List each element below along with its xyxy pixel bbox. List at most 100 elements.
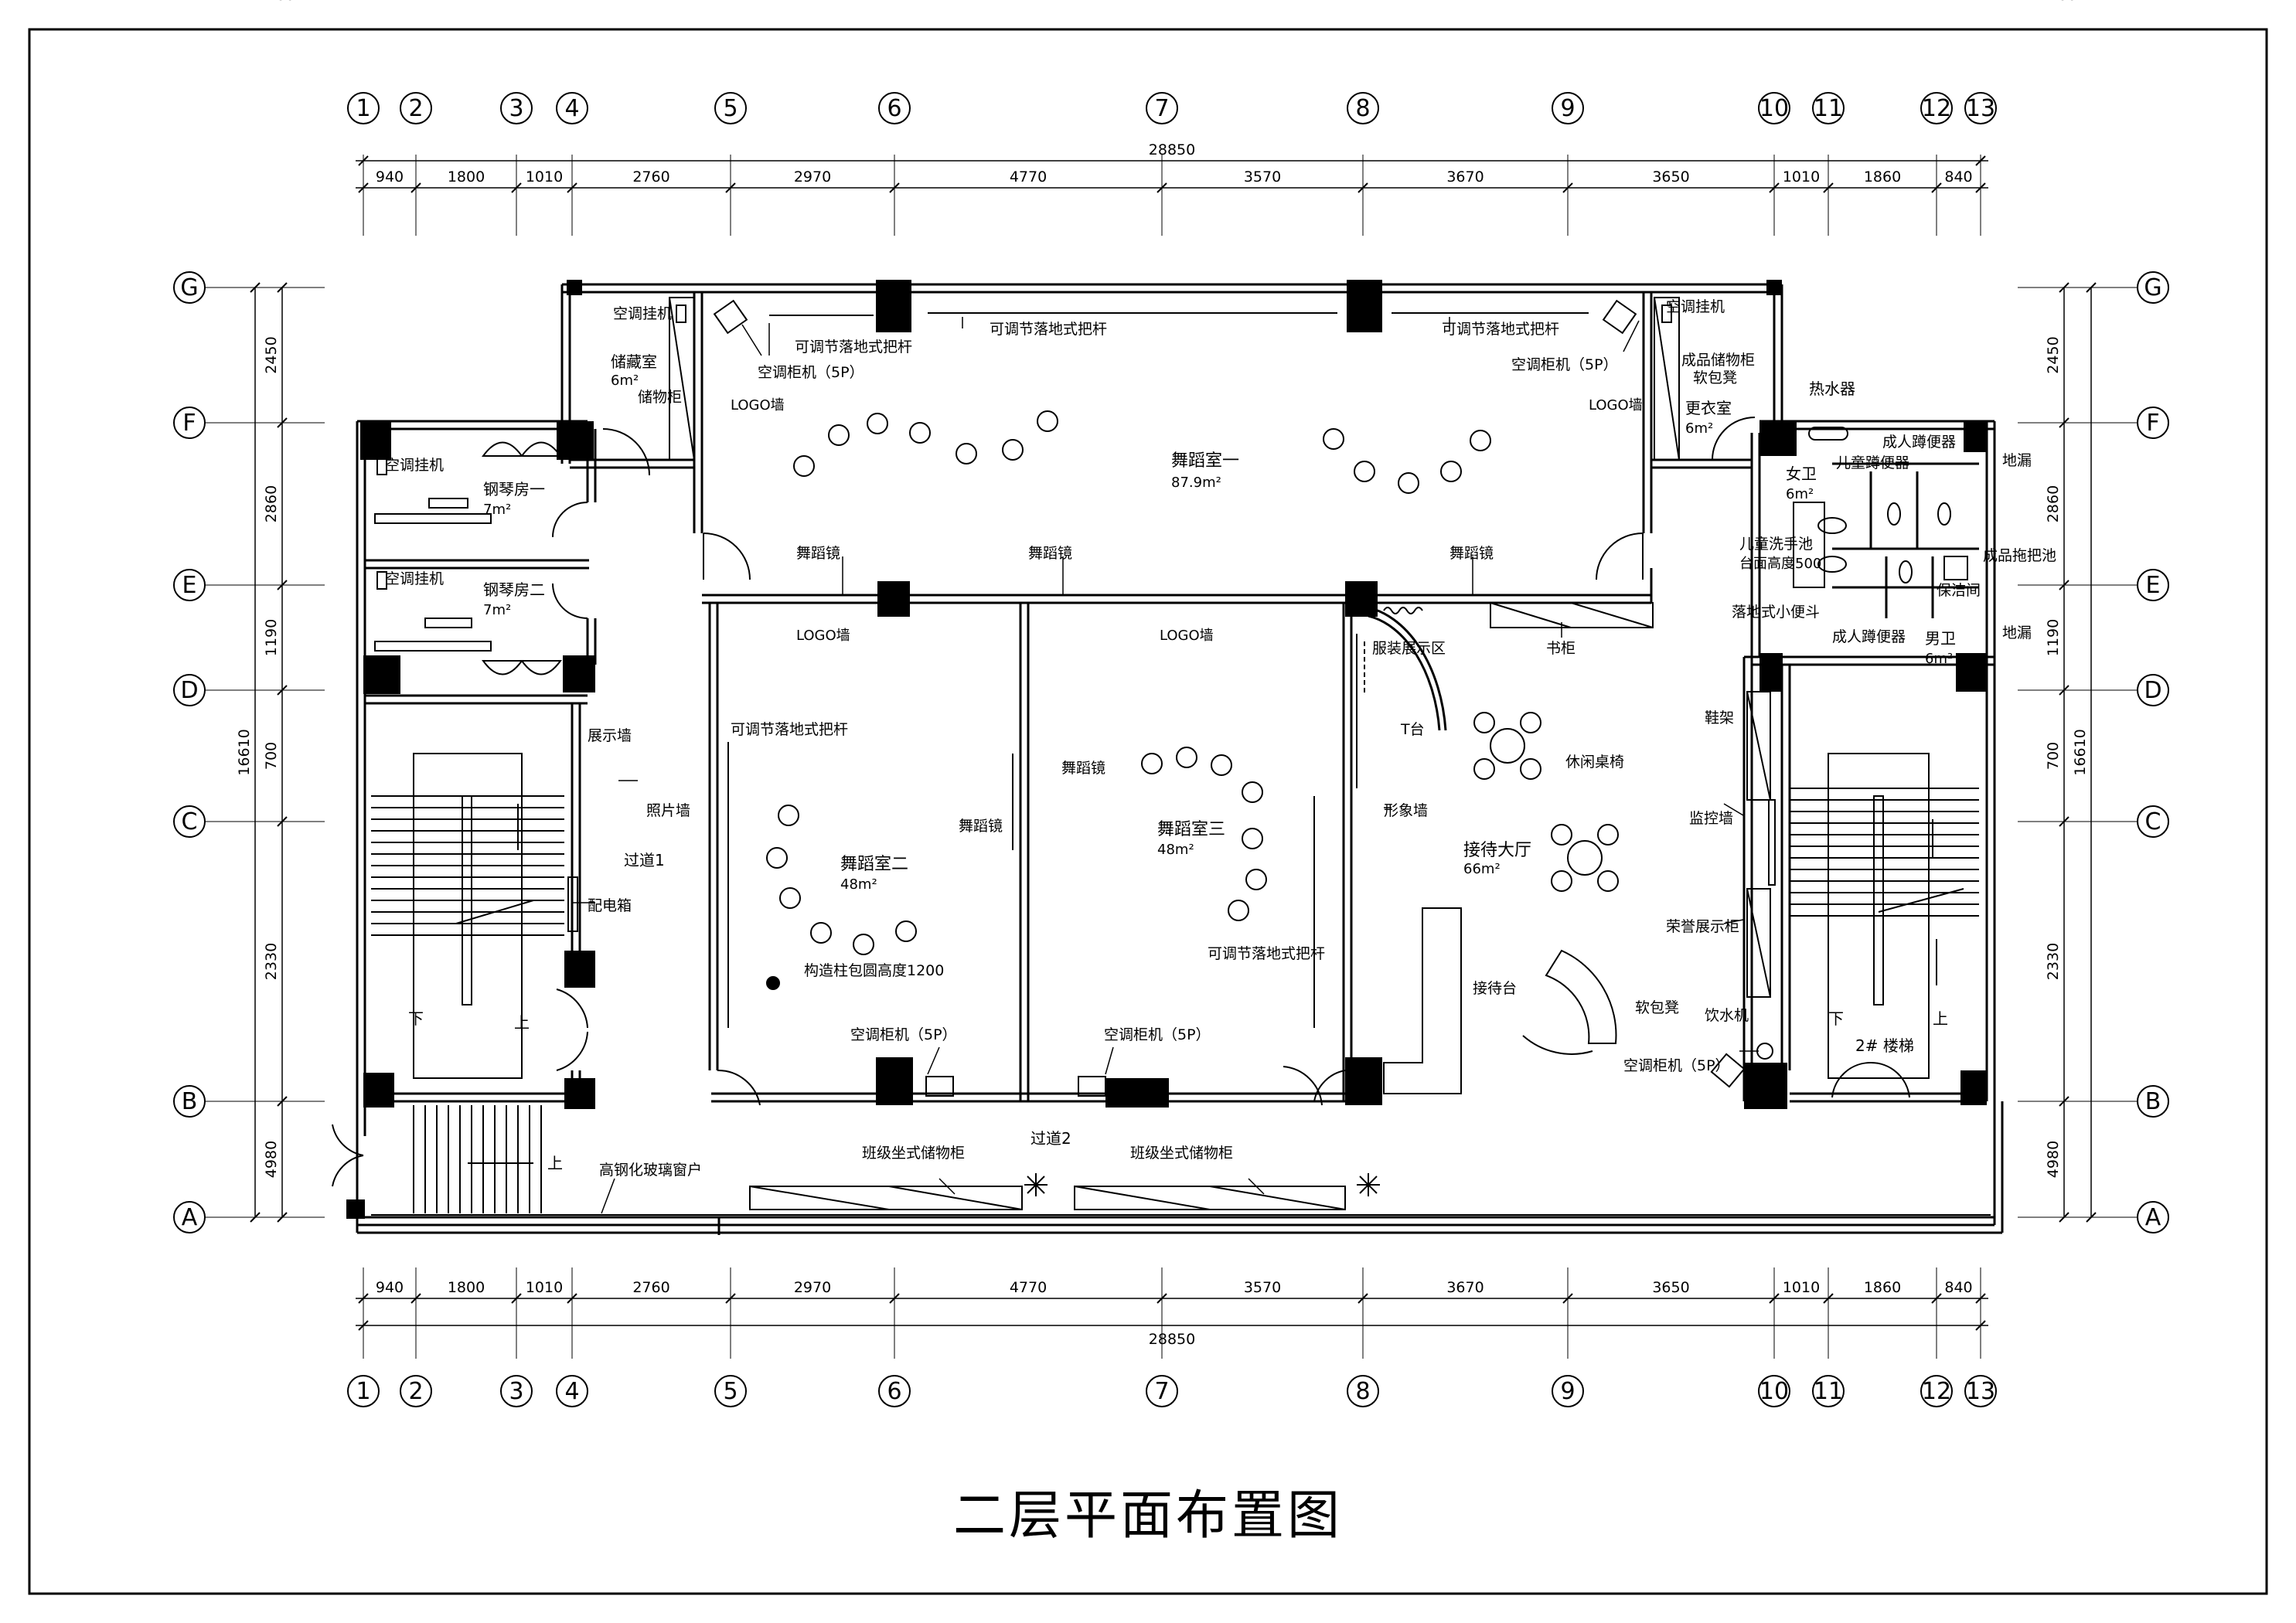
ac-wall-label-d: 空调挂机: [1666, 298, 1725, 315]
dim-vertical-segment-right: 4980: [2045, 1141, 2062, 1178]
dim-segment-bottom: 3670: [1446, 1279, 1484, 1296]
child-squat-toilet-label: 儿童蹲便器: [1836, 454, 1909, 471]
dim-segment-top: 840: [1944, 168, 1972, 185]
dim-total-bottom: 28850: [1149, 1331, 1195, 1348]
columns: [346, 280, 1987, 1219]
corridor-2-label: 过道2: [1030, 1129, 1071, 1148]
water-dispenser-label: 饮水机: [1705, 1007, 1749, 1024]
piano-room-2-label: 钢琴房二: [483, 580, 545, 599]
axis-label: D: [180, 677, 198, 704]
axis-label: G: [180, 274, 198, 301]
axis-bubble-6-top: 6: [878, 92, 911, 236]
dim-vertical-segment-left: 2450: [263, 336, 280, 373]
axis-bubble-F-right: F: [2018, 407, 2169, 439]
axis-bubble-7-bottom: 7: [1146, 1267, 1178, 1407]
axis-bubble-B-left: B: [173, 1085, 325, 1118]
ac-wall-label-c: 空调挂机: [385, 570, 444, 587]
storage-cabinet-label: 储物柜: [638, 389, 682, 406]
column-wrap-label: 构造柱包圆高度1200: [804, 962, 944, 979]
water-heater-label: 热水器: [1809, 379, 1855, 398]
bookshelf-label: 书柜: [1546, 640, 1576, 657]
dim-vertical-segment-right: 2330: [2045, 943, 2062, 980]
stair-1-down-label: 下: [408, 1009, 424, 1028]
axis-label: 4: [564, 95, 579, 122]
lobby-label: 接待大厅: [1463, 841, 1531, 860]
axis-bubble-D-left: D: [173, 674, 325, 706]
runway-label: T台: [1400, 721, 1425, 738]
maintenance-room-label: 保洁间: [1937, 582, 1981, 599]
axis-bubble-10-top: 10: [1758, 92, 1790, 236]
axis-bubble-13-top: 13: [1964, 92, 1997, 236]
axis-label: 7: [1154, 1378, 1169, 1405]
mirror-label-3: 舞蹈镜: [1449, 545, 1494, 562]
axis-label: F: [2146, 410, 2159, 437]
class-cabinet-label-1: 班级坐式储物柜: [862, 1145, 965, 1162]
dim-vertical-total-right: 16610: [2072, 729, 2089, 775]
axis-label: 5: [723, 95, 738, 122]
drawing-title: 二层平面布置图: [952, 1485, 1343, 1546]
axis-label: 12: [1922, 95, 1951, 122]
dim-vertical-segment-right: 1190: [2045, 619, 2062, 656]
male-wc-area: 6m²: [1925, 651, 1953, 667]
axis-label: E: [182, 572, 197, 599]
axis-bubble-3-bottom: 3: [500, 1267, 533, 1407]
dim-segment-bottom: 3650: [1652, 1279, 1689, 1296]
axis-label: 7: [1154, 95, 1169, 122]
ac-cabinet-label-2: 空调柜机（5P）: [1511, 356, 1618, 373]
stair-3: [413, 1105, 542, 1213]
class-cabinet-label-2: 班级坐式储物柜: [1130, 1145, 1233, 1162]
dance-room-3-area: 48m²: [1157, 842, 1194, 858]
axis-bubble-11-bottom: 11: [1812, 1267, 1845, 1407]
dim-segment-top: 3570: [1244, 168, 1281, 185]
axis-bubble-6-bottom: 6: [878, 1267, 911, 1407]
dim-vertical-segment-left: 700: [263, 742, 280, 770]
changing-room-area: 6m²: [1685, 420, 1713, 437]
axis-label: 13: [1966, 1378, 1995, 1405]
lobby-area: 66m²: [1463, 861, 1501, 877]
dim-vertical-segment-left: 2860: [263, 485, 280, 522]
axis-bubble-1-bottom: 1: [347, 1267, 380, 1407]
axis-bubble-9-bottom: 9: [1552, 1267, 1584, 1407]
stair-2: [1790, 753, 1979, 1079]
axis-bubble-8-bottom: 8: [1347, 1267, 1379, 1407]
female-wc-label: 女卫: [1786, 464, 1817, 483]
axis-label: G: [2144, 274, 2161, 301]
stair-1: [371, 753, 564, 1079]
axis-label: C: [2145, 808, 2161, 835]
dim-segment-top: 4770: [1010, 168, 1047, 185]
image-wall-label: 形象墙: [1384, 802, 1428, 819]
axis-bubble-8-top: 8: [1347, 92, 1379, 236]
axis-bubble-11-top: 11: [1812, 92, 1845, 236]
axis-label: B: [182, 1088, 198, 1115]
floor-urinal-label: 落地式小便斗: [1732, 604, 1820, 621]
dim-vertical-segment-right: 2860: [2045, 485, 2062, 522]
axis-bubble-2-top: 2: [400, 92, 432, 236]
dim-vertical-segment-right: 2100: [2039, 0, 2076, 4]
axis-label: 3: [509, 95, 523, 122]
axis-label: E: [2146, 572, 2161, 599]
ac-cabinet-label-4: 空调柜机（5P）: [1104, 1026, 1211, 1043]
axis-bubble-F-left: F: [173, 407, 325, 439]
ac-wall-label-a: 空调挂机: [613, 305, 672, 322]
stair-3-up-label: 上: [547, 1154, 563, 1172]
dance-room-1-label: 舞蹈室一: [1171, 451, 1239, 471]
photo-wall-label: 照片墙: [646, 802, 690, 819]
dance-room-2-area: 48m²: [840, 876, 877, 893]
axis-label: 12: [1922, 1378, 1951, 1405]
dim-segment-top: 1800: [448, 168, 485, 185]
axis-bubble-G-left: G: [173, 271, 325, 304]
display-wall-right-label: 监控墙: [1689, 810, 1733, 827]
display-wall-left-label: 展示墙: [588, 727, 632, 744]
barre-label-4: 可调节落地式把杆: [731, 721, 848, 738]
axis-label: D: [2144, 677, 2161, 704]
dim-segment-bottom: 2970: [794, 1279, 831, 1296]
dance-room-2-label: 舞蹈室二: [840, 855, 908, 874]
barre-label-2: 可调节落地式把杆: [990, 321, 1107, 338]
page-border: [28, 28, 2268, 1595]
annotation-labels: 空调挂机 空调挂机 空调挂机 空调挂机 空调柜机（5P） 空调柜机（5P） 空调…: [385, 298, 2056, 1179]
dance-room-3-label: 舞蹈室三: [1157, 820, 1225, 839]
barre-label-3: 可调节落地式把杆: [1442, 321, 1559, 338]
dim-segment-bottom: 940: [376, 1279, 404, 1296]
